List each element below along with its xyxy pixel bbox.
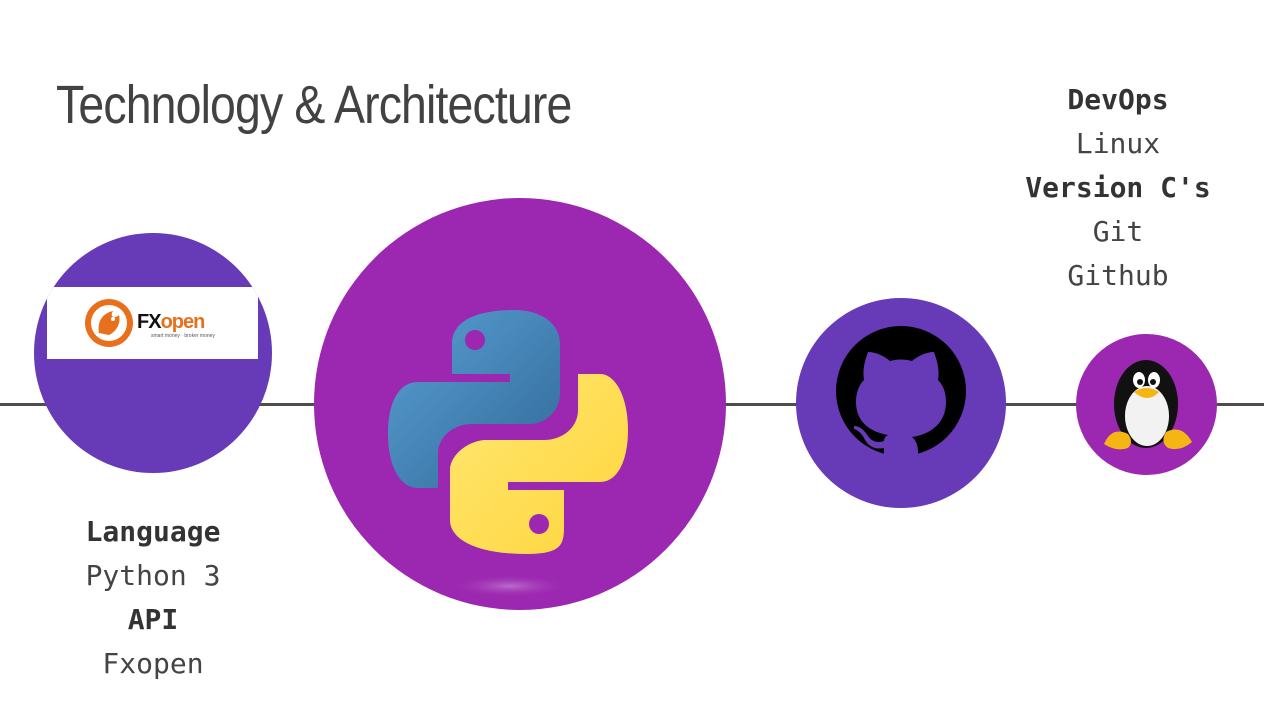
github-circle [796, 298, 1006, 508]
fxopen-wordmark: FXopen [137, 311, 205, 333]
github-icon [836, 326, 966, 456]
fxopen-emblem-icon [85, 299, 133, 347]
api-value: Fxopen [102, 647, 204, 680]
devops-vcs-info: DevOps Linux Version C's Git Github [990, 78, 1246, 298]
slide-title: Technology & Architecture [56, 75, 572, 135]
tux-linux-icon [1104, 360, 1192, 450]
python-circle [314, 198, 726, 610]
language-api-info: Language Python 3 API Fxopen [22, 510, 284, 686]
fxopen-tagline: smart money · broker money [151, 333, 215, 339]
fxopen-logo-card: FXopen smart money · broker money [47, 287, 258, 359]
devops-value: Linux [1075, 127, 1161, 160]
vcs-heading: Version C's [1025, 171, 1211, 204]
language-heading: Language [85, 515, 221, 548]
vcs-value-git: Git [1092, 215, 1144, 248]
fxopen-circle: FXopen smart money · broker money [34, 233, 272, 473]
python-logo-icon [388, 310, 628, 598]
linux-circle [1076, 334, 1217, 475]
vcs-value-github: Github [1067, 259, 1169, 292]
devops-heading: DevOps [1067, 83, 1169, 116]
language-value: Python 3 [85, 559, 221, 592]
api-heading: API [127, 603, 179, 636]
